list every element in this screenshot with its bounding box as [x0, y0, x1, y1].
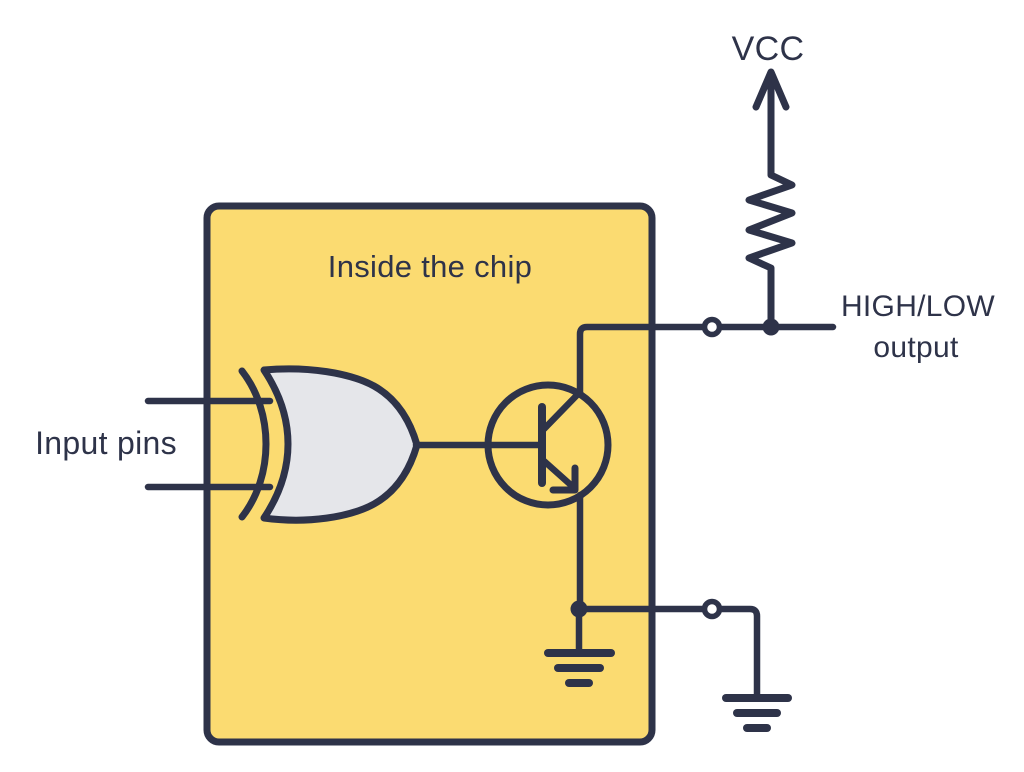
transistor-emitter-wire — [540, 457, 576, 490]
transistor-circle — [484, 381, 612, 509]
chip-body — [203, 202, 656, 746]
output-label-line1: HIGH/LOW — [841, 290, 995, 323]
output-label-line2: output — [873, 331, 959, 364]
input-pins-label: Input pins — [35, 425, 177, 461]
ground-wire-bottom — [575, 605, 761, 701]
npn-transistor-icon — [484, 323, 837, 613]
ground-symbol-internal-icon — [544, 605, 615, 687]
vcc-label: VCC — [732, 30, 805, 68]
ground-symbol-external-icon — [722, 694, 792, 732]
xor-gate-body — [260, 365, 421, 524]
xor-gate-front-curve — [238, 367, 270, 521]
vcc-arrow-icon — [752, 68, 790, 111]
xor-gate-icon — [238, 365, 421, 524]
resistor-zigzag — [745, 70, 796, 331]
pull-up-resistor-icon — [745, 70, 796, 331]
chip-ground-pin-icon — [701, 598, 723, 620]
chip-title: Inside the chip — [328, 249, 532, 284]
chip-output-pin-icon — [701, 316, 723, 338]
transistor-collector-wire — [540, 323, 837, 433]
transistor-emitter-arrowhead-icon — [549, 464, 579, 494]
